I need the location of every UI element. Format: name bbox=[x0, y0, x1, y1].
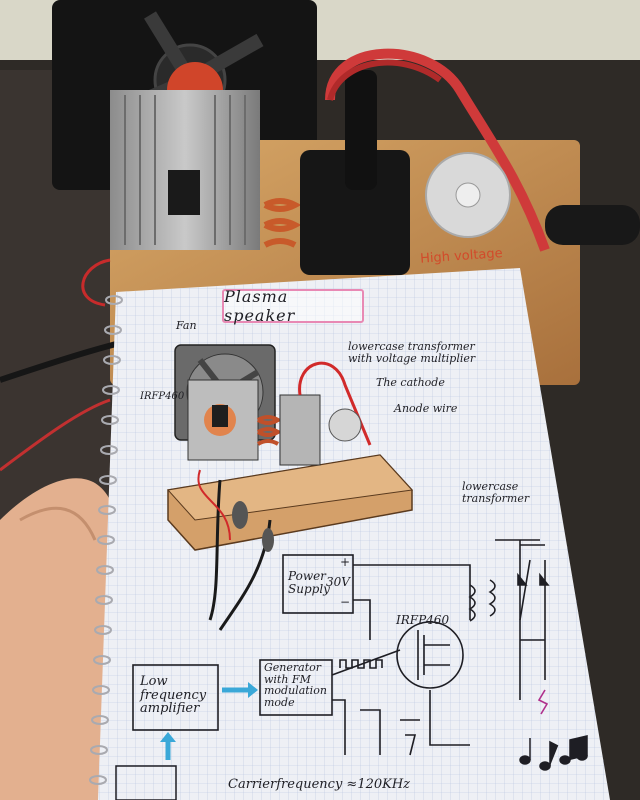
music-notes bbox=[519, 735, 588, 771]
drawn-cd bbox=[328, 408, 362, 442]
label-voltage: 30V bbox=[326, 575, 350, 589]
multiplier bbox=[519, 544, 546, 680]
label-power-supply: Power Supply bbox=[288, 569, 330, 596]
label-generator: Generator with FM modulation mode bbox=[264, 661, 327, 709]
spark bbox=[537, 689, 549, 715]
hand bbox=[0, 478, 110, 800]
label-irfp-top: IRFP460 bbox=[140, 391, 185, 402]
label-minus: − bbox=[340, 595, 351, 609]
drawn-coil bbox=[256, 415, 282, 446]
coil-real bbox=[263, 198, 302, 248]
high-voltage-sticker: High voltage bbox=[420, 246, 503, 267]
red-wires-real bbox=[325, 48, 550, 252]
square-wave bbox=[339, 659, 383, 669]
laptop-sketch bbox=[115, 765, 177, 800]
lfa-box bbox=[132, 664, 219, 731]
microphone-real bbox=[545, 205, 640, 245]
label-irfp-schematic: IRFP460 bbox=[396, 613, 450, 627]
label-fan: Fan bbox=[176, 319, 197, 332]
drawn-transistor bbox=[212, 405, 228, 427]
drawn-flyback bbox=[279, 394, 321, 466]
schematic bbox=[132, 539, 550, 756]
secondary-coil bbox=[488, 579, 496, 617]
flyback-transformer-real bbox=[300, 150, 410, 275]
label-lfa: Low frequency amplifier bbox=[140, 674, 207, 717]
drawn-red-wire bbox=[298, 361, 372, 446]
label-cathode: The cathode bbox=[376, 376, 445, 389]
transistor-real bbox=[168, 170, 200, 215]
label-plus: + bbox=[340, 555, 351, 569]
label-carrier: Carrierfrequency ≈120KHz bbox=[228, 777, 411, 792]
spiral-binding bbox=[89, 295, 123, 785]
power-supply-box bbox=[282, 554, 354, 614]
primary-coil bbox=[468, 584, 476, 622]
label-transformer-multiplier: lowercase transformer with voltage multi… bbox=[348, 340, 476, 365]
label-transformer-right: lowercase transformer bbox=[462, 480, 530, 505]
generator-box bbox=[259, 659, 333, 716]
irfp-symbol bbox=[396, 621, 464, 689]
red-wire-left bbox=[81, 258, 111, 307]
page-title: Plasma speaker bbox=[222, 287, 364, 325]
label-anode: Anode wire bbox=[394, 402, 458, 415]
